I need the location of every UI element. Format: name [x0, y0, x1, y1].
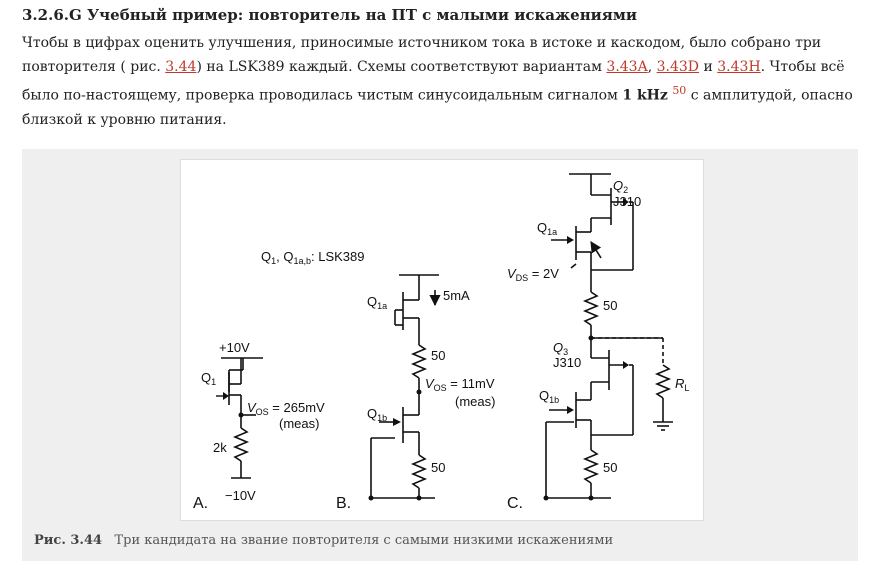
b-q1a-label: Q1a [367, 294, 387, 311]
b-r2-label: 50 [431, 460, 445, 475]
link-3-43h[interactable]: 3.43H [717, 59, 761, 75]
link-3-43a[interactable]: 3.43A [606, 59, 648, 75]
section-heading: 3.2.6.G Учебный пример: повторитель на П… [22, 6, 638, 24]
b-meas-label: (meas) [455, 394, 495, 409]
link-fig-3-44[interactable]: 3.44 [165, 59, 197, 75]
frequency-text: 1 kHz [622, 87, 668, 104]
label-c: C. [507, 495, 523, 512]
c-r2-label: 50 [603, 460, 617, 475]
c-j310-top-label: J310 [613, 194, 641, 209]
a-meas-label: (meas) [279, 416, 319, 431]
circuit-a [216, 357, 263, 479]
figure-caption: Рис. 3.44 Три кандидата на звание повтор… [34, 533, 613, 548]
footnote-ref[interactable]: 50 [672, 84, 687, 97]
label-a: A. [193, 495, 208, 512]
figure-3-44-schematic: A. +10V Q1 VOS = 265mV (meas) 2k −10V B.… [180, 159, 704, 521]
c-r1-label: 50 [603, 298, 617, 313]
circuit-c [543, 173, 673, 501]
c-q1a-label: Q1a [537, 220, 557, 237]
caption-text: Три кандидата на звание повторителя с са… [114, 533, 614, 548]
a-vplus-label: +10V [219, 340, 250, 355]
c-j310-mid-label: J310 [553, 355, 581, 370]
c-q1b-label: Q1b [539, 388, 559, 405]
b-r1-label: 50 [431, 348, 445, 363]
c-q2-label: Q2 [613, 178, 628, 195]
c-q3-label: Q3 [553, 340, 568, 357]
link-3-43d[interactable]: 3.43D [656, 59, 700, 75]
c-vds-label: VDS = 2V [507, 266, 559, 283]
b-vos-label: VOS = 11mV [425, 376, 495, 393]
circuit-b [368, 274, 441, 501]
a-vminus-label: −10V [225, 488, 256, 503]
c-rl-label: RL [675, 376, 689, 393]
label-b: B. [336, 495, 351, 512]
b-current-label: 5mA [443, 288, 470, 303]
b-parts-label: Q1, Q1a,b: LSK389 [261, 249, 365, 266]
intro-paragraph: Чтобы в цифрах оценить улучшения, принос… [22, 35, 853, 128]
a-resistor-label: 2k [213, 440, 227, 455]
b-q1b-label: Q1b [367, 406, 387, 423]
caption-label: Рис. 3.44 [34, 533, 103, 548]
a-q1-label: Q1 [201, 370, 216, 387]
a-vos-label: VOS = 265mV [247, 400, 325, 417]
